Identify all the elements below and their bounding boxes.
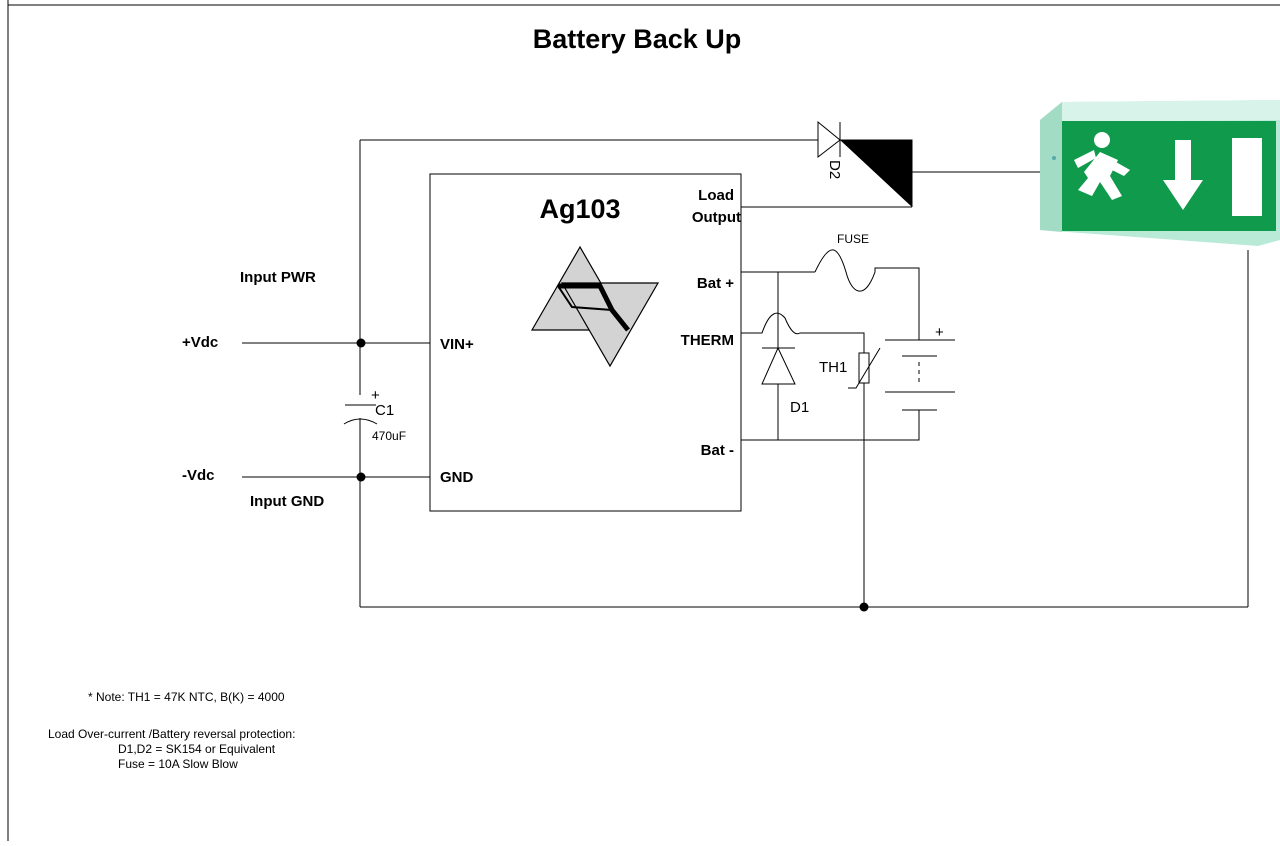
d1-label: D1	[790, 399, 809, 416]
diagram-title: Battery Back Up	[533, 24, 742, 54]
note-line-1: * Note: TH1 = 47K NTC, B(K) = 4000	[88, 690, 285, 704]
junction-vdc-minus	[356, 472, 366, 482]
input-pwr-label: Input PWR	[240, 269, 316, 286]
c1-plus-sign: +	[371, 387, 380, 404]
thermistor-th1-symbol	[848, 347, 881, 389]
pin-gnd-label: GND	[440, 469, 474, 486]
diode-d1-symbol	[761, 346, 796, 385]
diode-d2-symbol	[741, 120, 1040, 208]
note-line-2: Load Over-current /Battery reversal prot…	[48, 727, 295, 741]
c1-label: C1	[375, 402, 394, 419]
running-man-exit-sign-icon	[1040, 100, 1280, 246]
pin-therm-label: THERM	[681, 332, 734, 349]
pin-load-label-2: Output	[692, 209, 741, 226]
battery-symbol	[885, 339, 955, 411]
vdc-plus-label: +Vdc	[182, 334, 218, 351]
c1-value: 470uF	[372, 429, 406, 443]
junction-ground	[859, 602, 869, 612]
vdc-minus-label: -Vdc	[182, 467, 215, 484]
chip-name: Ag103	[539, 194, 620, 224]
capacitor-c1-symbol	[343, 404, 378, 425]
th1-label: TH1	[819, 359, 847, 376]
ag103-logo-icon	[530, 245, 660, 368]
junction-vdc-plus	[356, 338, 366, 348]
note-line-3: D1,D2 = SK154 or Equivalent	[118, 742, 276, 756]
left-wiring	[242, 139, 1248, 608]
note-line-4: Fuse = 10A Slow Blow	[118, 757, 238, 771]
battery-wiring	[741, 249, 1249, 607]
input-gnd-label: Input GND	[250, 493, 324, 510]
battery-plus-sign: +	[935, 324, 944, 341]
pin-bat-plus-label: Bat +	[697, 275, 734, 292]
d2-label: D2	[826, 160, 843, 179]
pin-bat-minus-label: Bat -	[701, 442, 734, 459]
pin-vin-label: VIN+	[440, 336, 474, 353]
pin-load-label-1: Load	[698, 187, 734, 204]
fuse-label: FUSE	[837, 232, 869, 246]
